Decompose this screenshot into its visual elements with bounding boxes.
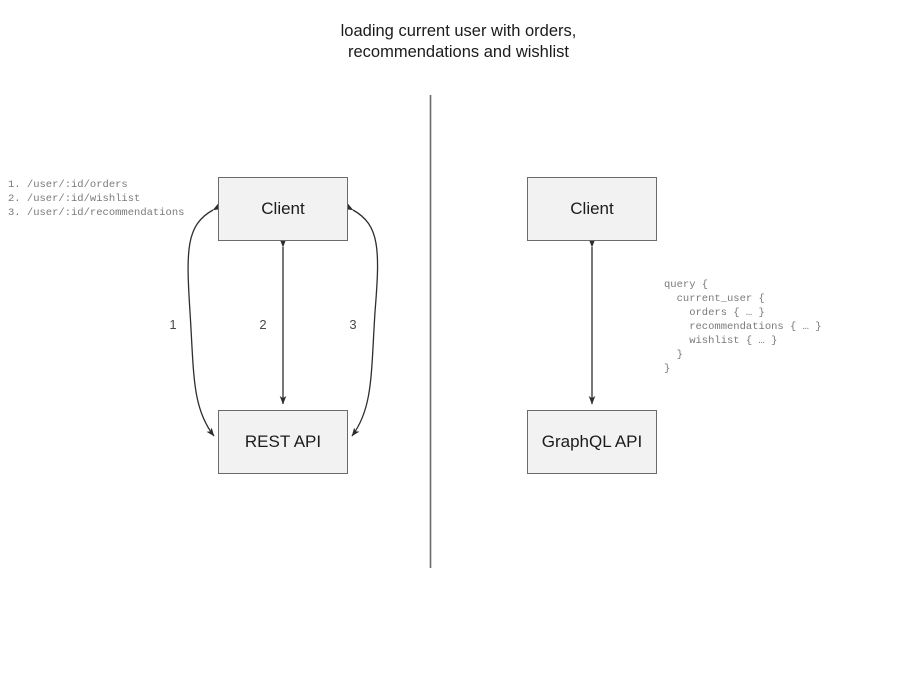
node-graphql-api[interactable]: GraphQL API [527,410,657,474]
rest-endpoints-list: 1. /user/:id/orders 2. /user/:id/wishlis… [8,179,185,219]
node-label: GraphQL API [541,432,643,451]
edge-label-2: 2 [259,317,267,332]
node-rest-api[interactable]: REST API [218,410,348,474]
node-label: Client [261,199,305,218]
edge-3-arc [344,203,379,437]
page-title: loading current user with orders, recomm… [340,22,577,61]
node-rest-client[interactable]: Client [218,177,348,241]
node-label: Client [570,199,614,218]
edge-label-3: 3 [349,317,357,332]
node-graphql-client[interactable]: Client [527,177,657,241]
edge-label-1: 1 [169,317,177,332]
node-label: REST API [244,432,322,451]
edge-1-arc [187,203,222,437]
graphql-query-snippet: query { current_user { orders { … } reco… [664,279,822,375]
